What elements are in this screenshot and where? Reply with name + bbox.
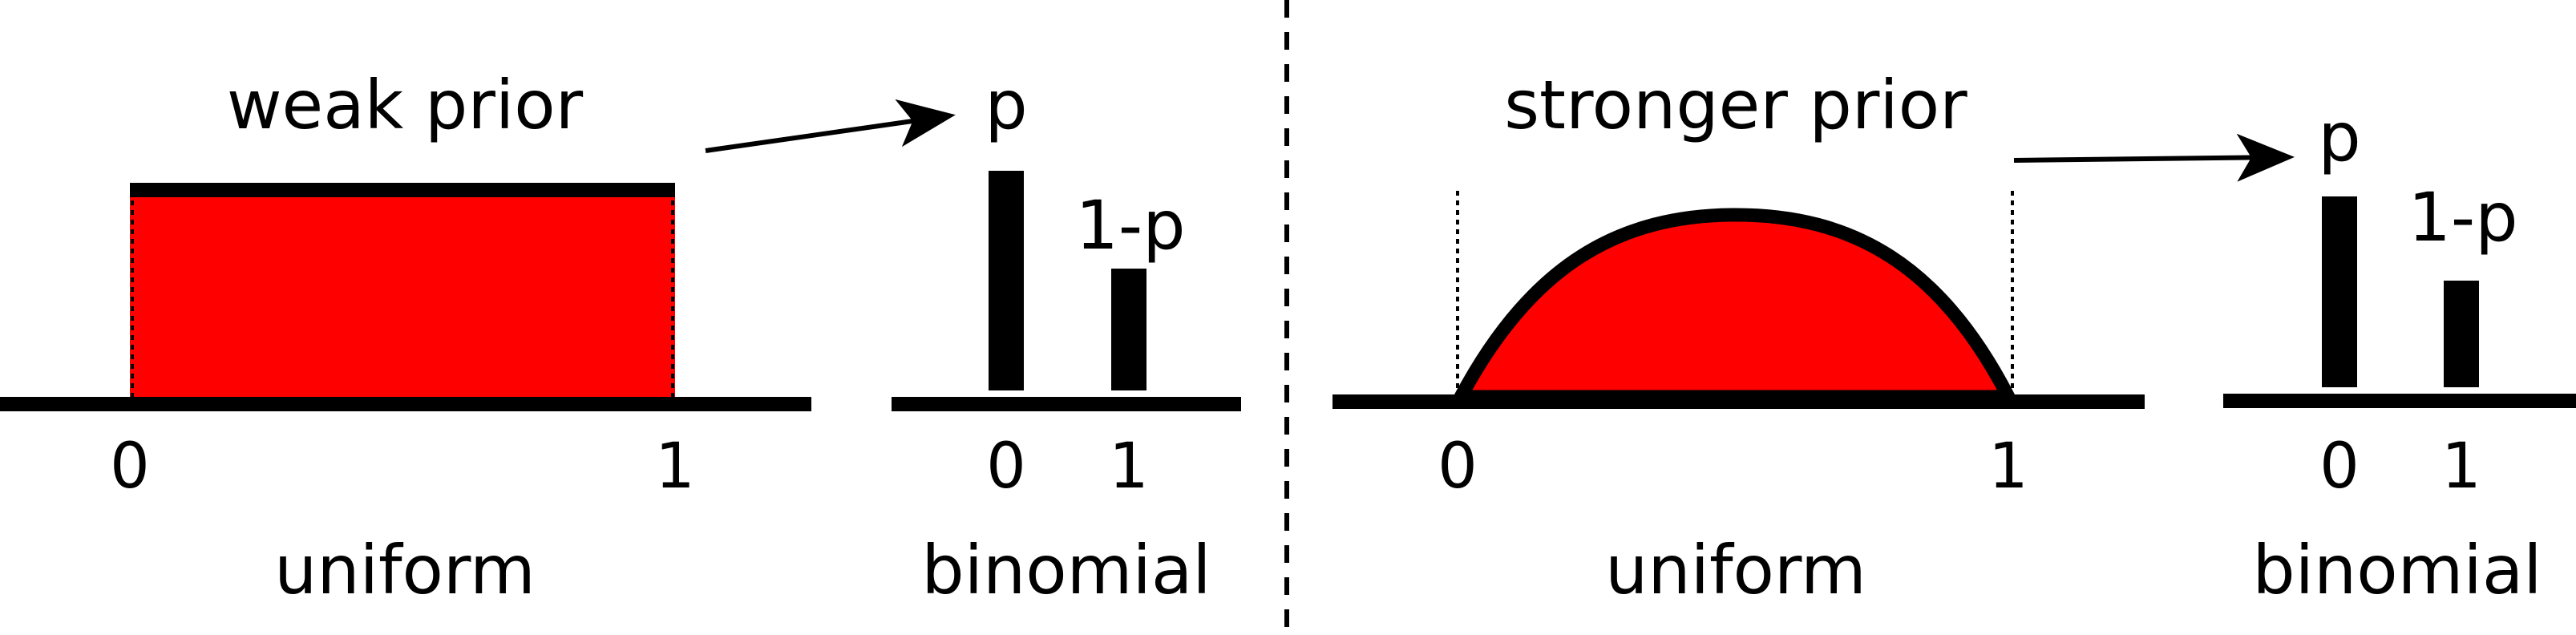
binomial-bar-p — [989, 171, 1024, 390]
axis-tick-0: 0 — [1438, 431, 1478, 503]
p-label: p — [2318, 98, 2360, 176]
binomial-tick-1: 1 — [2441, 431, 2481, 503]
p-label: p — [985, 66, 1027, 144]
one-minus-p-label: 1-p — [2408, 178, 2517, 257]
semicircle-prior — [1454, 208, 2016, 404]
binomial-tick-0: 0 — [986, 431, 1026, 503]
arrow-right — [705, 99, 956, 153]
axis-tick-1: 1 — [655, 431, 695, 503]
binomial-chart: p 1-p 0 1 binomial — [892, 66, 1241, 609]
binomial-bar-p — [2322, 196, 2357, 387]
binomial-chart: p 1-p 0 1 binomial — [2223, 98, 2576, 609]
binomial-tick-0: 0 — [2319, 431, 2360, 503]
stronger-prior-label: stronger prior — [1504, 66, 1967, 144]
right-panel: stronger prior 0 1 uniform p 1-p 0 1 bin… — [1332, 66, 2576, 609]
axis-tick-1: 1 — [1988, 431, 2028, 503]
binomial-bar-1-p — [1111, 269, 1146, 390]
binomial-label: binomial — [921, 531, 1211, 609]
uniform-label: uniform — [1605, 531, 1866, 609]
binomial-label: binomial — [2252, 531, 2542, 609]
weak-prior-label: weak prior — [227, 66, 584, 144]
binomial-bar-1-p — [2444, 281, 2479, 387]
uniform-label: uniform — [274, 531, 536, 609]
uniform-prior-area — [130, 191, 675, 401]
left-panel: weak prior 0 1 uniform p 1-p 0 1 binomia… — [0, 66, 1241, 609]
binomial-tick-1: 1 — [1109, 431, 1149, 503]
axis-tick-0: 0 — [110, 431, 150, 503]
one-minus-p-label: 1-p — [1075, 186, 1185, 265]
arrow-right — [2013, 133, 2295, 182]
